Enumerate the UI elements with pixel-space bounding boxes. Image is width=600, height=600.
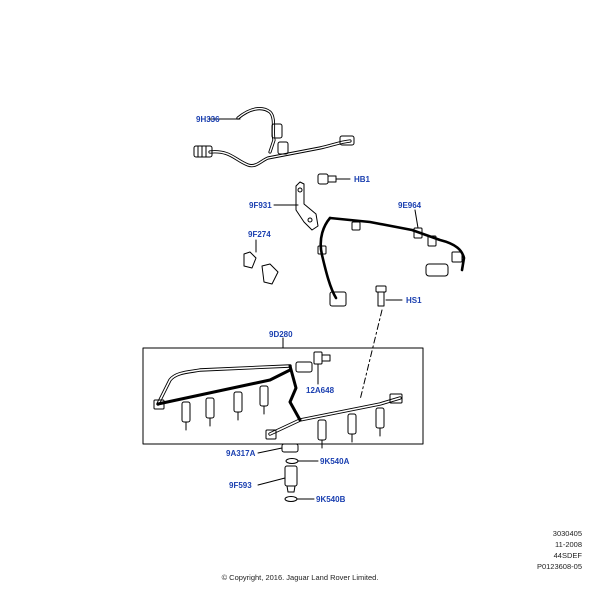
label-9K540A: 9K540A xyxy=(320,457,350,466)
label-9E964: 9E964 xyxy=(398,201,422,210)
diagram-date: 11-2008 xyxy=(555,540,582,549)
diagram-ref: P0123608-05 xyxy=(536,562,582,571)
fuel-rail-9D280 xyxy=(153,361,403,449)
sensor-12A648 xyxy=(313,351,331,385)
harness-9E964 xyxy=(317,209,466,307)
clips-9F274 xyxy=(243,239,279,285)
copyright-notice: © Copyright, 2016. Jaguar Land Rover Lim… xyxy=(221,573,379,582)
label-9F593: 9F593 xyxy=(229,481,252,490)
screw-HS1 xyxy=(359,285,403,401)
label-9K540B: 9K540B xyxy=(316,495,346,504)
bolt-HB1 xyxy=(317,173,351,185)
label-9F274: 9F274 xyxy=(248,230,271,239)
label-9D280: 9D280 xyxy=(269,330,293,339)
label-9H336: 9H336 xyxy=(196,115,220,124)
label-9A317A: 9A317A xyxy=(226,449,256,458)
bracket-9F931 xyxy=(273,181,319,231)
injector-exploded xyxy=(257,443,319,502)
label-HS1: HS1 xyxy=(406,296,422,305)
label-12A648: 12A648 xyxy=(306,386,335,395)
diagram-code: 3030405 xyxy=(552,529,582,538)
label-9F931: 9F931 xyxy=(249,201,272,210)
diagram-reference-block: 3030405 11-2008 44SDEF P0123608-05 xyxy=(537,528,582,572)
diagram-model: 44SDEF xyxy=(553,551,582,560)
fuel-hose-9H336 xyxy=(193,107,355,168)
label-HB1: HB1 xyxy=(354,175,371,184)
